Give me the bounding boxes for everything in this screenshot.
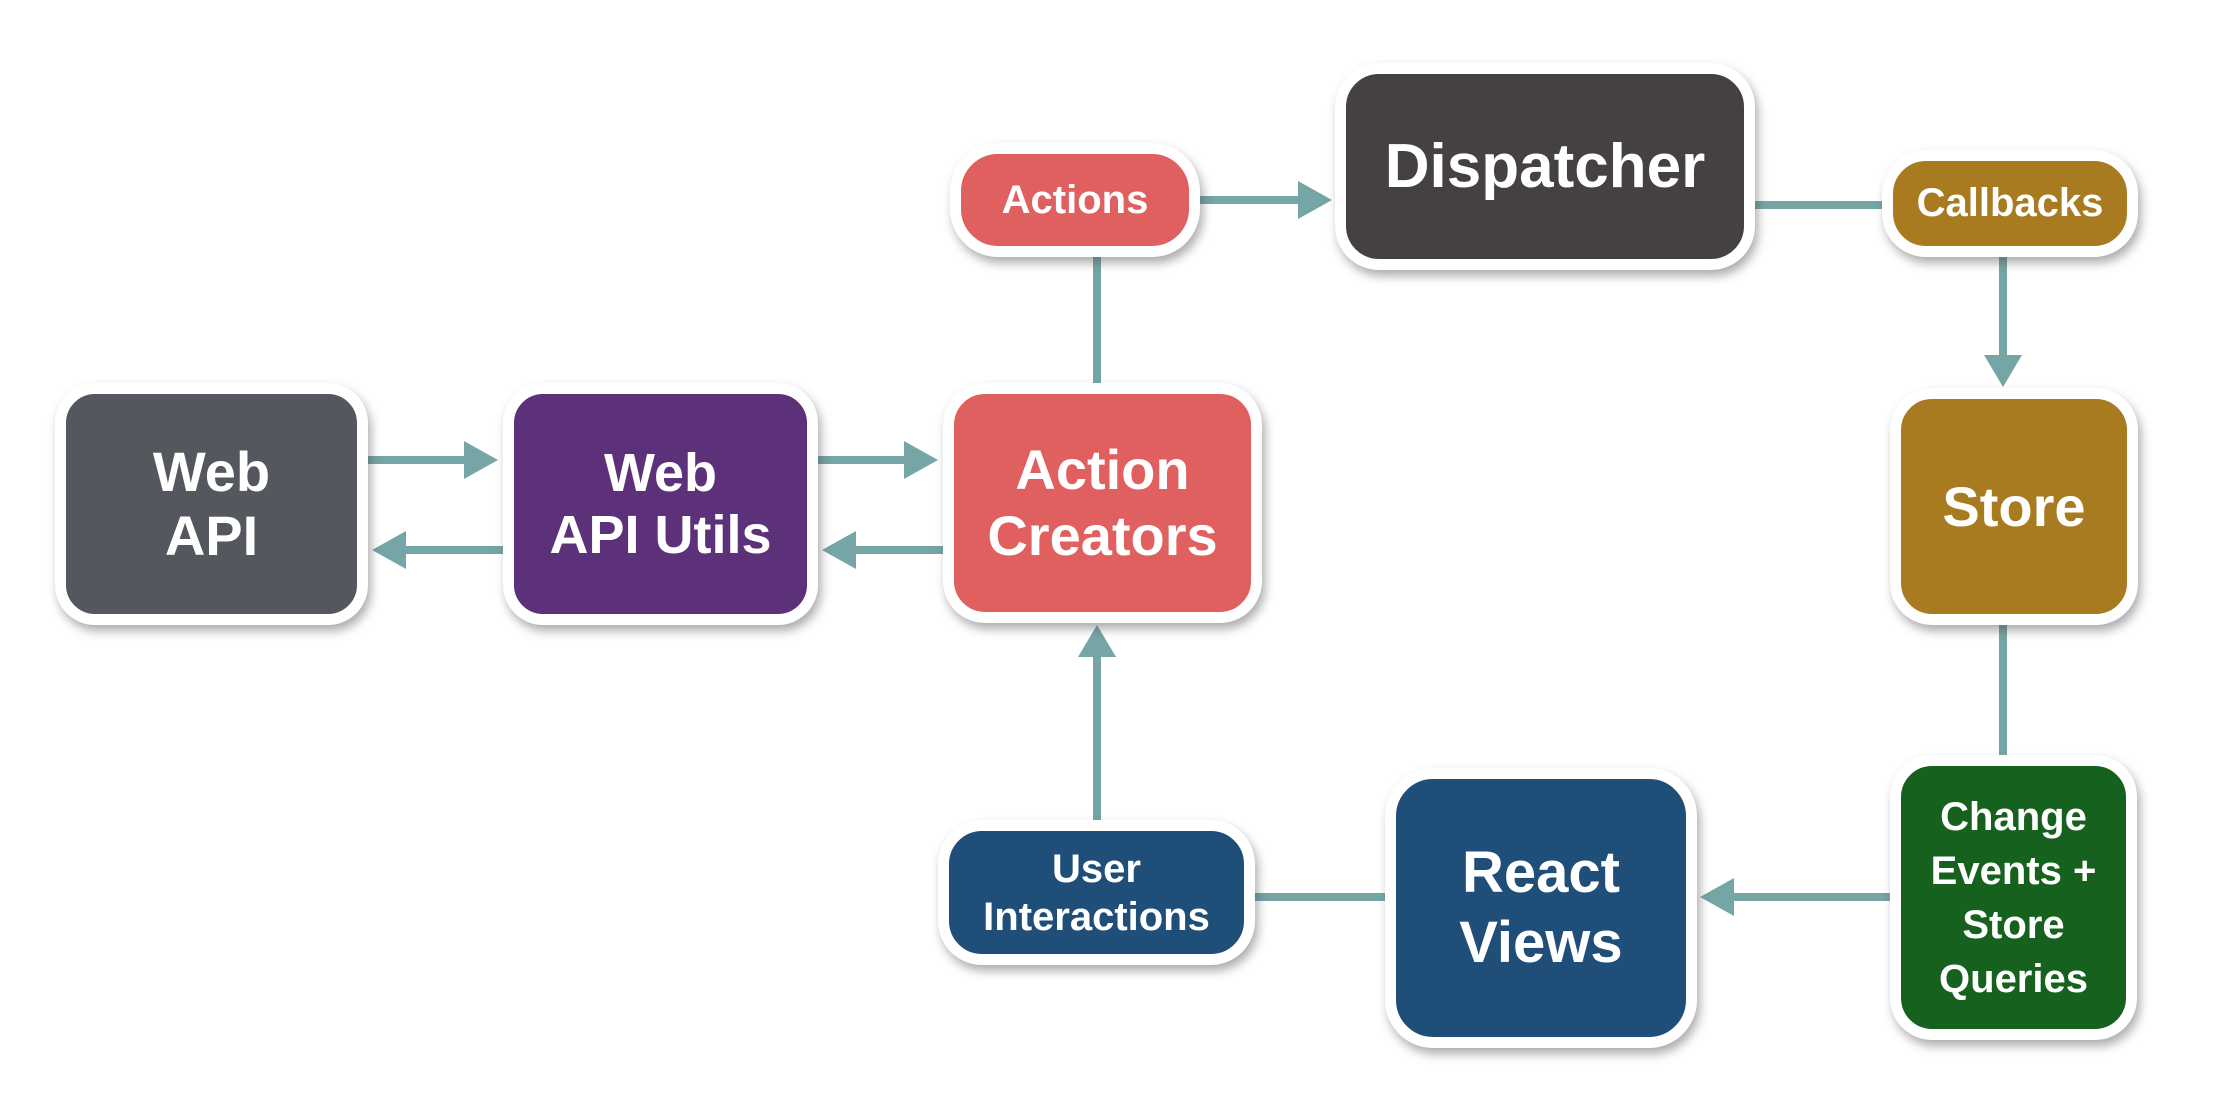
- label-line: Callbacks: [1916, 181, 2104, 225]
- label-line: User: [1052, 846, 1141, 891]
- label-line: Events +: [1930, 848, 2097, 893]
- arrowhead-left-icon: [1700, 878, 1734, 916]
- connector-line: [1755, 201, 1884, 209]
- arrowhead-left-icon: [372, 531, 406, 569]
- node-actions-label: Actions: [1002, 178, 1149, 223]
- label-line: Views: [1459, 910, 1623, 975]
- connector-line: [1999, 625, 2007, 757]
- node-store-label: Store: [1942, 474, 2085, 539]
- label-line: Web: [603, 442, 717, 503]
- label-line: Dispatcher: [1384, 132, 1706, 201]
- label-line: React: [1462, 840, 1620, 906]
- node-react-views: React Views: [1385, 768, 1697, 1048]
- arrow-line: [818, 456, 906, 464]
- connector-line: [1093, 257, 1101, 383]
- node-action-creators: Action Creators: [943, 383, 1262, 623]
- node-callbacks-label: Callbacks: [1917, 181, 2104, 226]
- connector-line: [1255, 893, 1387, 901]
- node-change-events-store-queries-label: Change Events + Store Queries: [1931, 790, 2097, 1006]
- node-web-api-utils: Web API Utils: [503, 383, 818, 625]
- arrow-line: [368, 456, 466, 464]
- arrowhead-left-icon: [822, 531, 856, 569]
- node-user-interactions: User Interactions: [938, 820, 1255, 965]
- node-store: Store: [1890, 388, 2138, 625]
- arrowhead-down-icon: [1984, 355, 2022, 387]
- label-line: Store: [1942, 475, 2086, 538]
- arrow-line: [404, 546, 503, 554]
- arrow-line: [1732, 893, 1890, 901]
- arrowhead-right-icon: [464, 441, 498, 479]
- node-change-events-store-queries: Change Events + Store Queries: [1890, 755, 2137, 1040]
- arrowhead-right-icon: [904, 441, 938, 479]
- arrowhead-right-icon: [1298, 181, 1332, 219]
- label-line: API: [164, 504, 259, 567]
- label-line: Queries: [1939, 956, 2088, 1001]
- node-dispatcher: Dispatcher: [1335, 63, 1755, 270]
- label-line: Web: [152, 439, 271, 503]
- label-line: API Utils: [549, 505, 772, 565]
- label-line: Interactions: [983, 894, 1210, 939]
- arrow-line: [1200, 196, 1300, 204]
- node-callbacks: Callbacks: [1882, 150, 2138, 257]
- node-web-api-utils-label: Web API Utils: [549, 442, 771, 566]
- node-action-creators-label: Action Creators: [987, 437, 1217, 569]
- label-line: Change: [1940, 794, 2087, 839]
- node-dispatcher-label: Dispatcher: [1385, 131, 1705, 202]
- arrow-line: [1093, 655, 1101, 820]
- node-web-api: Web API: [55, 383, 368, 625]
- node-actions: Actions: [950, 143, 1200, 257]
- label-line: Action: [1015, 437, 1190, 501]
- arrowhead-up-icon: [1078, 625, 1116, 657]
- label-line: Store: [1962, 902, 2065, 947]
- label-line: Creators: [987, 504, 1218, 567]
- arrow-line: [1999, 257, 2007, 357]
- node-web-api-label: Web API: [153, 440, 270, 569]
- arrow-line: [854, 546, 943, 554]
- node-react-views-label: React Views: [1459, 838, 1622, 977]
- node-user-interactions-label: User Interactions: [983, 845, 1210, 941]
- label-line: Actions: [1001, 177, 1149, 222]
